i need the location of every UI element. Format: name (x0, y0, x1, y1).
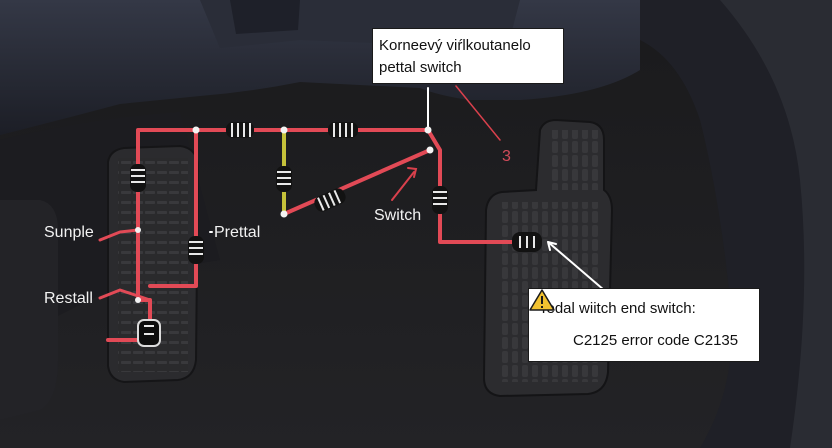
annotation-arrows (209, 85, 605, 291)
warning-line2: C2125 error code C2135 (573, 332, 739, 349)
connector-top-mid (328, 122, 358, 138)
wire-restall (98, 288, 152, 302)
arrow-callout-3 (455, 85, 501, 141)
wire-sunple (98, 228, 140, 242)
warning-line1: Tedal wiitch end switch: (539, 300, 696, 317)
connector-brake-plug (137, 319, 161, 347)
title-callout-line2: pettal switch (379, 59, 462, 76)
connectors (130, 122, 542, 347)
connector-pretal-drop (188, 236, 204, 264)
restall-label: Restall (44, 290, 93, 307)
switch-title-callout: Korneevý viŕlkoutanelo pettal switch (372, 28, 564, 84)
seat-edge-left (0, 200, 58, 420)
warning-row: Tedal wiitch end switch: (529, 289, 751, 321)
callout-number-label: 3 (502, 148, 511, 165)
connector-top-left (226, 122, 254, 138)
connector-right-vertical (432, 186, 448, 214)
connector-diagonal (314, 188, 346, 212)
warning-callout: Tedal wiitch end switch: C2125 error cod… (528, 288, 760, 362)
title-callout-line1: Korneevý viŕlkoutanelo (379, 37, 531, 54)
arrow-switch (391, 171, 415, 201)
pretal-label: Prettal (214, 224, 261, 241)
connector-accelerator (512, 232, 542, 252)
connector-yellow (276, 166, 292, 192)
warning-triangle-icon (529, 289, 555, 311)
arrow-warning (547, 241, 605, 291)
switch-label: Switch (374, 207, 422, 224)
junction-dots (135, 126, 434, 303)
wire-diagonal-switch (282, 148, 432, 216)
sunple-label: Sunple (44, 224, 94, 241)
right-door-panel (640, 0, 832, 448)
connector-left-vertical (130, 164, 146, 192)
wire-pretal-drop (148, 128, 198, 288)
